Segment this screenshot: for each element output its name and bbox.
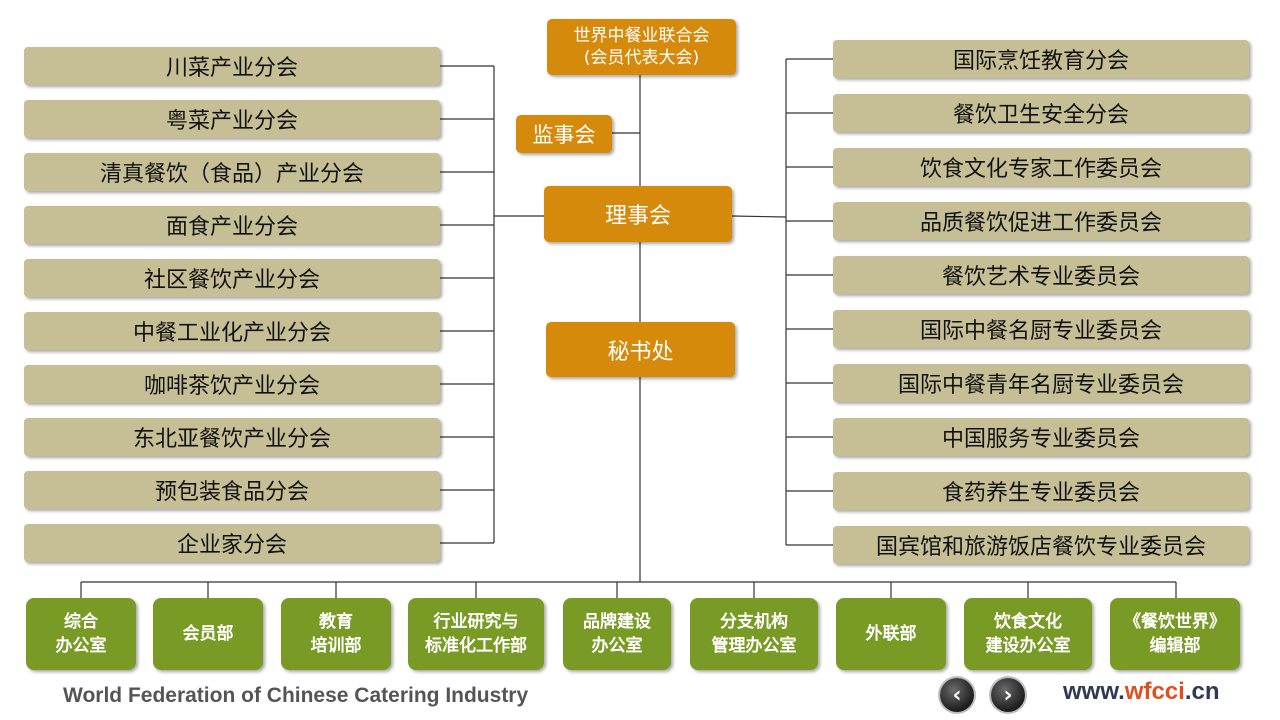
council-label: 理事会: [604, 204, 671, 229]
left-branch-label: 面食产业分会: [165, 215, 298, 240]
supervisory-board-box: 监事会: [516, 115, 612, 153]
left-branch-box: 预包装食品分会: [24, 471, 440, 509]
supervisory-board-label: 监事会: [532, 123, 596, 147]
organization-name: World Federation of Chinese Catering Ind…: [63, 684, 529, 707]
department-label-line1: 饮食文化: [994, 612, 1062, 632]
department-label-line1: 《餐饮世界》: [1124, 612, 1226, 632]
website-url-suffix: .cn: [1184, 678, 1220, 705]
right-branch-box: 食药养生专业委员会: [833, 472, 1249, 510]
left-branch-box: 川菜产业分会: [24, 47, 440, 85]
left-branch-label: 企业家分会: [176, 533, 287, 558]
left-branch-label: 咖啡茶饮产业分会: [143, 374, 320, 399]
general-assembly-subtitle: (会员代表大会): [583, 48, 700, 68]
right-branch-label: 国际中餐青年名厨专业委员会: [897, 373, 1184, 398]
department-label-line2: 建设办公室: [985, 636, 1071, 656]
department-label-line2: 办公室: [591, 636, 643, 656]
left-branch-label: 川菜产业分会: [165, 56, 298, 81]
right-branch-box: 品质餐饮促进工作委员会: [833, 202, 1249, 240]
right-branch-label: 中国服务专业委员会: [941, 427, 1140, 452]
right-branch-box: 国际烹饪教育分会: [833, 40, 1249, 78]
right-branch-box: 国宾馆和旅游饭店餐饮专业委员会: [833, 526, 1249, 564]
department-box: 分支机构 管理办公室: [690, 598, 818, 670]
website-url-prefix: www.: [1063, 678, 1125, 705]
website-url[interactable]: www.wfcci.cn: [1063, 678, 1220, 706]
left-branch-box: 中餐工业化产业分会: [24, 312, 440, 350]
department-label-line2: 办公室: [55, 636, 107, 656]
secretariat-box: 秘书处: [546, 322, 735, 377]
department-label-line1: 综合: [64, 612, 98, 632]
left-branch-label: 东北亚餐饮产业分会: [132, 427, 331, 452]
department-label-line2: 标准化工作部: [425, 636, 527, 656]
department-label-line1: 品牌建设: [583, 612, 651, 632]
left-branch-label: 社区餐饮产业分会: [143, 268, 320, 293]
left-branch-box: 面食产业分会: [24, 206, 440, 244]
right-branch-label: 饮食文化专家工作委员会: [919, 157, 1162, 182]
right-branch-label: 国宾馆和旅游饭店餐饮专业委员会: [875, 535, 1206, 560]
department-label-line2: 管理办公室: [711, 636, 797, 656]
next-slide-button[interactable]: ›: [991, 678, 1025, 712]
left-branch-box: 社区餐饮产业分会: [24, 259, 440, 297]
secretariat-label: 秘书处: [607, 339, 674, 365]
left-branch-box: 粤菜产业分会: [24, 100, 440, 138]
right-branch-box: 饮食文化专家工作委员会: [833, 148, 1249, 186]
left-branch-label: 预包装食品分会: [154, 480, 309, 505]
right-branch-label: 餐饮卫生安全分会: [952, 103, 1129, 128]
left-branch-box: 企业家分会: [24, 524, 440, 562]
general-assembly-title: 世界中餐业联合会: [573, 26, 710, 46]
department-label-line1: 教育: [319, 612, 353, 632]
right-branch-box: 餐饮艺术专业委员会: [833, 256, 1249, 294]
department-box: 会员部: [153, 598, 263, 670]
previous-slide-button[interactable]: ‹: [940, 678, 974, 712]
department-label-line2: 培训部: [310, 636, 362, 656]
department-box: 品牌建设 办公室: [563, 598, 671, 670]
right-branch-box: 中国服务专业委员会: [833, 418, 1249, 456]
website-url-accent: wfcci: [1124, 678, 1185, 705]
department-box: 综合 办公室: [26, 598, 136, 670]
right-branch-box: 国际中餐名厨专业委员会: [833, 310, 1249, 348]
right-branch-label: 国际烹饪教育分会: [952, 49, 1129, 74]
right-branch-label: 食药养生专业委员会: [941, 481, 1140, 506]
left-branch-box: 东北亚餐饮产业分会: [24, 418, 440, 456]
right-branch-box: 国际中餐青年名厨专业委员会: [833, 364, 1249, 402]
department-label-line1: 分支机构: [720, 612, 788, 632]
chevron-right-icon: ›: [1003, 682, 1013, 708]
left-branch-label: 中餐工业化产业分会: [132, 321, 331, 346]
left-branch-box: 咖啡茶饮产业分会: [24, 365, 440, 403]
department-box: 行业研究与 标准化工作部: [408, 598, 544, 670]
department-label-line1: 会员部: [182, 624, 234, 644]
right-branch-label: 国际中餐名厨专业委员会: [919, 319, 1162, 344]
department-box: 饮食文化 建设办公室: [964, 598, 1092, 670]
department-label-line1: 行业研究与: [433, 612, 519, 632]
left-branch-label: 清真餐饮（食品）产业分会: [99, 162, 364, 187]
right-branch-label: 餐饮艺术专业委员会: [941, 265, 1140, 290]
department-box: 教育 培训部: [281, 598, 391, 670]
department-box: 《餐饮世界》 编辑部: [1110, 598, 1240, 670]
general-assembly-box: 世界中餐业联合会 (会员代表大会): [547, 19, 736, 75]
department-label-line1: 外联部: [865, 624, 917, 644]
council-box: 理事会: [544, 186, 732, 242]
left-branch-label: 粤菜产业分会: [165, 109, 298, 134]
department-label-line2: 编辑部: [1149, 636, 1201, 656]
chevron-left-icon: ‹: [952, 682, 962, 708]
department-box: 外联部: [836, 598, 946, 670]
right-branch-label: 品质餐饮促进工作委员会: [919, 211, 1162, 236]
left-branch-box: 清真餐饮（食品）产业分会: [24, 153, 440, 191]
right-branch-box: 餐饮卫生安全分会: [833, 94, 1249, 132]
